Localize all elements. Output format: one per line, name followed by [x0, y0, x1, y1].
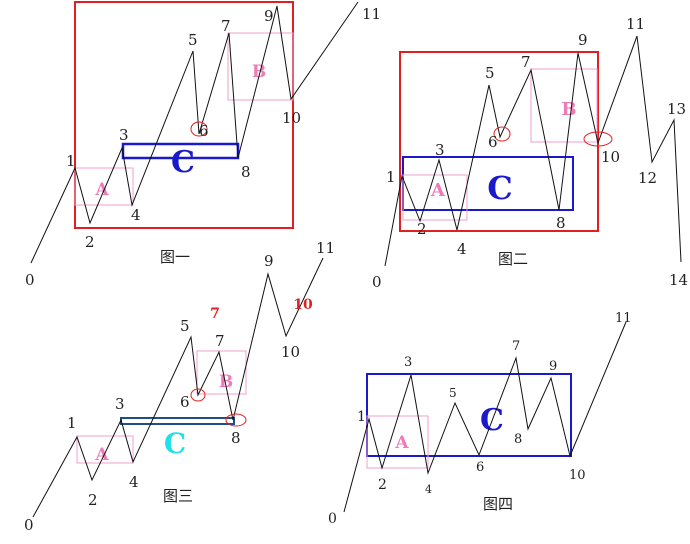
wave-point-label: 9 — [578, 31, 588, 49]
pink-box-region — [530, 68, 598, 143]
wave-line — [384, 35, 682, 267]
wave-point-label: 3 — [115, 395, 125, 413]
wave-point-label: 4 — [131, 206, 141, 224]
wave-point-label: 1 — [67, 414, 77, 432]
wave-point-label: 2 — [88, 491, 98, 509]
wave-line — [343, 321, 627, 513]
wave-point-label: 8 — [556, 214, 566, 232]
wave-point-label: 0 — [25, 271, 35, 289]
wave-point-label: 8 — [241, 163, 251, 181]
wave-point-label: 3 — [404, 355, 412, 370]
wave-point-label: 14 — [669, 271, 688, 289]
pink-box-region — [366, 415, 429, 469]
wave-point-label: 7 — [512, 339, 520, 354]
wave-point-label: 1 — [66, 152, 76, 170]
wave-point-label: 5 — [180, 317, 190, 335]
wave-point-label: 4 — [425, 483, 432, 496]
highlight-circle — [190, 121, 208, 137]
highlight-circle — [190, 388, 206, 402]
wave-point-label: 13 — [667, 100, 686, 118]
wave-point-label: 9 — [264, 252, 274, 270]
zone-label-b: B — [219, 372, 233, 392]
wave-point-label: 10 — [282, 109, 301, 127]
wave-point-label: 0 — [372, 273, 382, 291]
figure-3: A B C 0 1 2 3 4 5 6 7 8 9 10 11 7 10 图三 — [24, 239, 335, 534]
wave-point-label: 11 — [362, 5, 381, 23]
pink-box-region — [74, 167, 134, 206]
wave-point-label: 4 — [129, 473, 139, 491]
figure-caption: 图四 — [483, 495, 513, 513]
zone-label-a: A — [94, 180, 109, 200]
pink-box-region — [196, 350, 247, 395]
wave-point-label: 3 — [119, 126, 129, 144]
wave-point-label: 0 — [24, 516, 34, 534]
wave-point-label: 11 — [615, 311, 632, 326]
wave-point-label: 9 — [549, 359, 557, 374]
wave-point-label: 7 — [215, 332, 225, 350]
wave-line — [32, 257, 324, 518]
pink-box-region — [402, 174, 468, 221]
figure-caption: 图二 — [498, 250, 528, 268]
wave-point-label: 11 — [626, 15, 645, 33]
pink-box-region — [76, 435, 134, 464]
wave-point-label: 8 — [231, 429, 241, 447]
zone-label-a: A — [394, 433, 409, 453]
wave-point-label: 4 — [457, 240, 467, 258]
red-annotation: 10 — [293, 297, 313, 313]
wave-point-label: 12 — [638, 169, 657, 187]
wave-point-label: 7 — [221, 17, 231, 35]
zone-label-b: B — [252, 62, 266, 82]
zone-label-a: A — [94, 445, 109, 465]
wave-point-label: 10 — [281, 343, 300, 361]
zone-label-c: C — [171, 145, 195, 180]
zone-label-c: C — [487, 169, 512, 207]
highlight-circle — [225, 413, 247, 427]
figure-caption: 图一 — [160, 248, 190, 266]
wave-point-label: 10 — [569, 468, 586, 483]
blue-box-region — [366, 373, 572, 457]
wave-point-label: 5 — [485, 64, 495, 82]
wave-point-label: 8 — [514, 432, 522, 447]
wave-point-label: 3 — [435, 141, 445, 159]
red-box-region — [74, 1, 294, 229]
figure-1: A B C 0 1 2 3 4 5 6 7 8 9 10 11 图一 — [25, 1, 381, 289]
pink-box-region — [227, 32, 294, 101]
wave-point-label: 7 — [521, 53, 531, 71]
wave-point-label: 9 — [264, 7, 274, 25]
figure-caption: 图三 — [163, 487, 193, 505]
wave-point-label: 1 — [357, 409, 366, 425]
wave-point-label: 0 — [328, 511, 337, 527]
navy-box-region — [120, 417, 235, 425]
highlight-circle — [583, 131, 613, 147]
wave-point-label: 5 — [449, 386, 457, 400]
wave-point-label: 2 — [417, 220, 427, 238]
wave-point-label: 11 — [316, 239, 335, 257]
highlight-circle — [493, 126, 511, 142]
wave-point-label: 2 — [378, 477, 387, 493]
wave-point-label: 6 — [488, 133, 498, 151]
wave-point-label: 6 — [199, 122, 209, 140]
wave-point-label: 6 — [180, 393, 190, 411]
wave-point-label: 2 — [85, 233, 95, 251]
wave-point-label: 5 — [188, 31, 198, 49]
wave-point-label: 1 — [386, 168, 396, 186]
wave-point-label: 6 — [476, 460, 484, 475]
zone-label-a: A — [430, 180, 446, 201]
wave-line — [30, 1, 359, 264]
wave-point-label: 10 — [601, 148, 620, 166]
red-annotation: 7 — [210, 306, 220, 322]
zone-label-b: B — [561, 99, 576, 120]
zone-label-c: C — [164, 427, 186, 460]
